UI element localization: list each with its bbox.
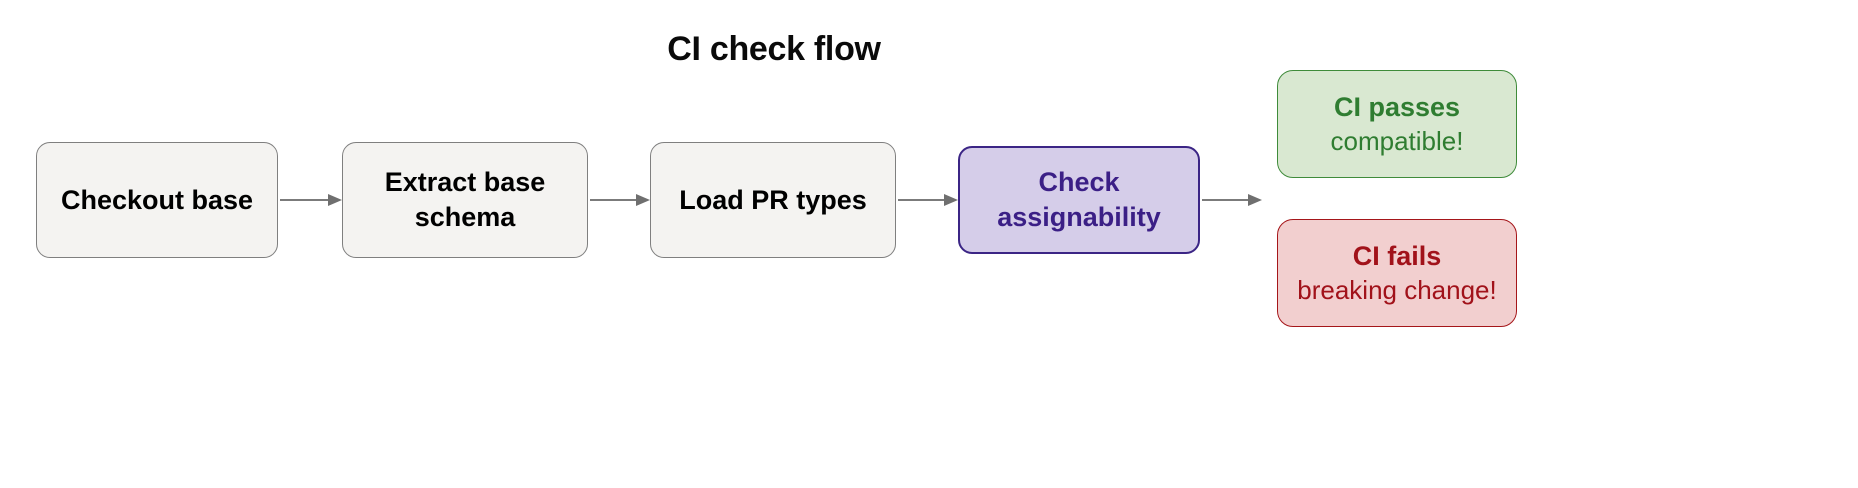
edge-check-to-results [1202, 194, 1262, 206]
node-check-assignability[interactable]: Check assignability [958, 146, 1200, 254]
node-ci-fails-title: CI fails [1352, 241, 1442, 272]
node-check-assignability-label-line1: Check [1038, 167, 1120, 198]
node-extract-base-schema[interactable]: Extract base schema [342, 142, 588, 258]
node-ci-passes-subtitle: compatible! [1330, 125, 1464, 156]
node-ci-fails-subtitle: breaking change! [1297, 274, 1497, 305]
node-ci-passes-title: CI passes [1333, 92, 1461, 123]
node-extract-base-schema-label-line1: Extract base [384, 167, 546, 198]
node-ci-passes[interactable]: CI passes compatible! [1277, 70, 1517, 178]
edge-checkout-to-extract [280, 194, 342, 206]
node-load-pr-types[interactable]: Load PR types [650, 142, 896, 258]
node-checkout-base[interactable]: Checkout base [36, 142, 278, 258]
page-title: CI check flow [667, 30, 881, 68]
node-extract-base-schema-label-line2: schema [414, 202, 516, 232]
edge-extract-to-loadtypes [590, 194, 650, 206]
node-load-pr-types-label: Load PR types [679, 184, 867, 215]
node-check-assignability-label-line2: assignability [997, 202, 1161, 232]
node-checkout-base-label: Checkout base [60, 184, 254, 215]
edge-loadtypes-to-check [898, 194, 958, 206]
node-ci-fails[interactable]: CI fails breaking change! [1277, 219, 1517, 327]
